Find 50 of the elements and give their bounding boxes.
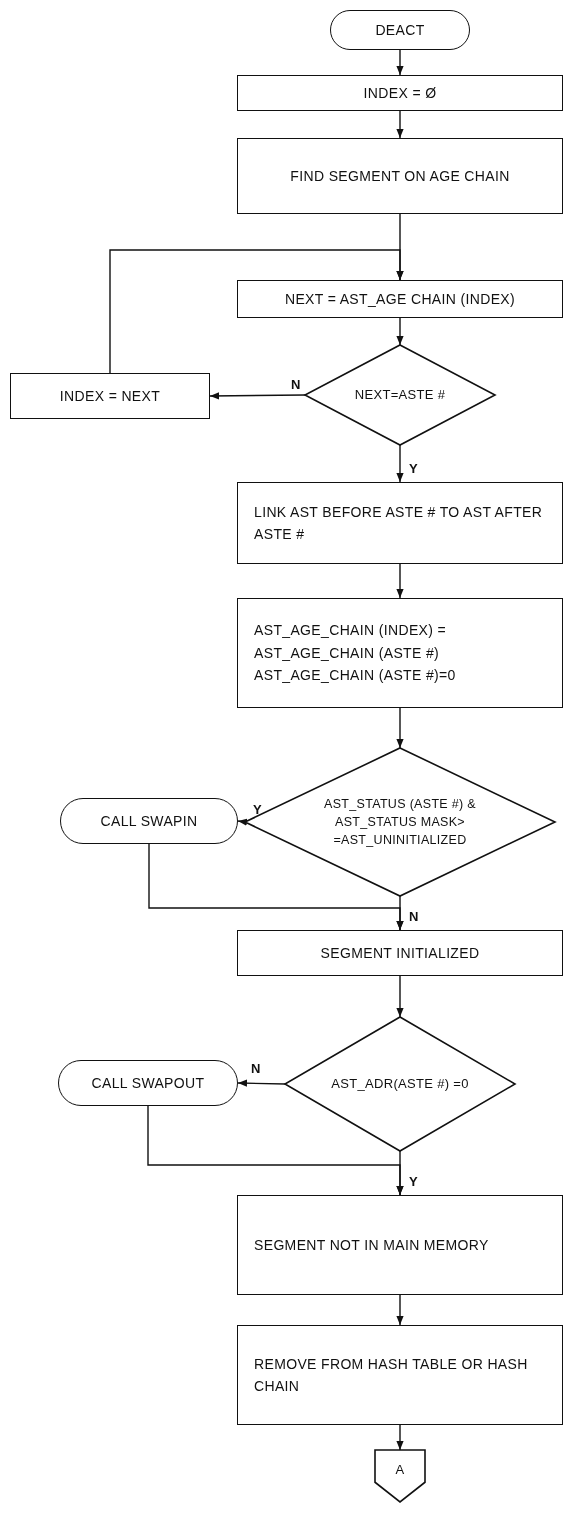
edge-label: Y (408, 1175, 419, 1188)
node-text: DEACT (375, 20, 425, 40)
node-text: A (395, 1461, 405, 1480)
edge-label: Y (408, 462, 419, 475)
arrow (396, 444, 404, 483)
edge-label: N (290, 378, 302, 391)
process-box (237, 1325, 563, 1425)
process-box (237, 482, 563, 564)
node-text: SEGMENT NOT IN MAIN MEMORY (254, 1235, 489, 1255)
process-box (10, 373, 210, 419)
decision-diamond (285, 1017, 515, 1151)
arrow (396, 317, 404, 346)
process-box (237, 930, 563, 976)
arrow (396, 1294, 404, 1326)
node-text: CALL SWAPOUT (91, 1073, 205, 1093)
decision-diamond (305, 345, 495, 445)
process-box (237, 138, 563, 214)
edge-label: N (408, 910, 420, 923)
edge-label: Y (252, 803, 263, 816)
node-text: CALL SWAPIN (100, 811, 198, 831)
node-text: SEGMENT INITIALIZED (320, 943, 480, 963)
node-text: AST_AGE_CHAIN (INDEX) = AST_AGE_CHAIN (ASTE #) AST_AGE_CHAIN (ASTE #)=0 (254, 621, 457, 686)
node-text: NEXT=ASTE # (354, 386, 446, 405)
node-text: INDEX = Ø (363, 83, 437, 103)
node-text: AST_ADR(ASTE #) =0 (331, 1075, 469, 1094)
arrow (396, 1424, 404, 1451)
node-text: REMOVE FROM HASH TABLE OR HASH CHAIN (254, 1354, 529, 1396)
node-text: FIND SEGMENT ON AGE CHAIN (290, 166, 510, 186)
offpage-connector (375, 1450, 425, 1502)
process-box (237, 598, 563, 708)
arrow (396, 563, 404, 599)
node-text: NEXT = AST_AGE CHAIN (INDEX) (284, 289, 516, 309)
node-text: AST_STATUS (ASTE #) & AST_STATUS MASK> =AST_UNINITIALIZED (323, 795, 477, 850)
arrow (209, 392, 306, 400)
edge-label: N (250, 1062, 262, 1075)
decision-diamond (245, 748, 555, 896)
arrow (237, 818, 248, 826)
process-box (237, 75, 563, 111)
arrow (396, 707, 404, 749)
arrow (109, 249, 404, 374)
arrow (237, 1079, 286, 1087)
node-text: INDEX = NEXT (59, 386, 161, 406)
arrow (396, 975, 404, 1018)
node-text: LINK AST BEFORE ASTE # TO AST AFTER ASTE # (254, 502, 544, 544)
arrow (396, 895, 404, 931)
arrow (396, 110, 404, 139)
process-box (237, 1195, 563, 1295)
arrow (396, 49, 404, 76)
process-box (237, 280, 563, 318)
arrow (396, 1150, 404, 1196)
